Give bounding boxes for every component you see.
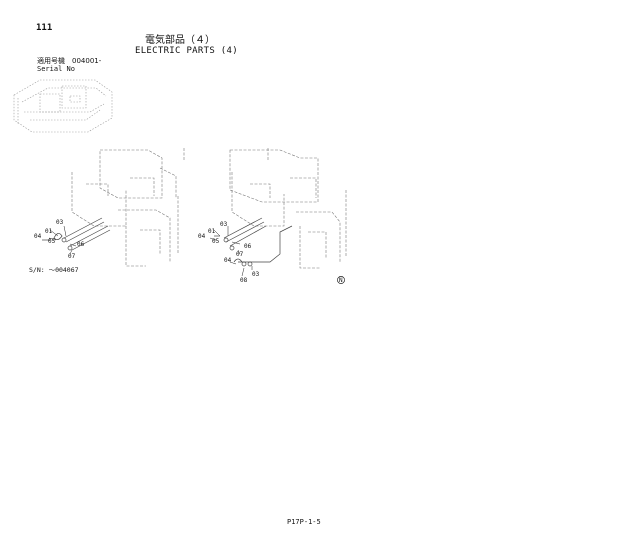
- callout-07: 07: [236, 251, 244, 258]
- page-title-japanese: 電気部品（４）: [145, 35, 215, 46]
- right-wire-harness: [214, 217, 293, 267]
- right-frame-assembly: [229, 148, 347, 269]
- callout-06: 06: [244, 243, 252, 250]
- callout-03: 03: [252, 271, 260, 278]
- callout-04: 04: [34, 233, 42, 240]
- page-title-english: ELECTRIC PARTS (4): [135, 46, 238, 56]
- callout-06: 06: [77, 241, 85, 248]
- callout-leaders: [48, 225, 253, 277]
- callout-03: 03: [220, 221, 228, 228]
- callout-05: 05: [212, 238, 220, 245]
- callout-01: 01: [208, 228, 216, 235]
- callout-05: 05: [48, 238, 56, 245]
- footer-page-code: P17P-1-5: [287, 518, 321, 526]
- left-wire-harness: [42, 217, 111, 251]
- left-frame-assembly: [71, 148, 185, 267]
- callout-07: 07: [68, 253, 76, 260]
- circled-n-marker: N: [337, 276, 345, 284]
- callout-labels-left: 01 03 04 05 06 07: [34, 219, 85, 260]
- callout-08: 08: [240, 277, 248, 284]
- callout-03: 03: [56, 219, 64, 226]
- serial-number-label: Serial No: [37, 65, 75, 73]
- callout-01: 01: [45, 228, 53, 235]
- page-number: 111: [36, 23, 53, 33]
- callout-04: 04: [198, 233, 206, 240]
- machine-overview-sketch: [13, 79, 113, 133]
- callout-04: 04: [224, 257, 232, 264]
- serial-number-range: S/N: ～004067: [29, 266, 79, 274]
- callout-labels-right: 01 03 04 05 06 07 04 08 03: [198, 221, 260, 284]
- marker-letter: N: [339, 277, 343, 284]
- serial-applicability-label: 適用号機 004001-: [37, 57, 102, 65]
